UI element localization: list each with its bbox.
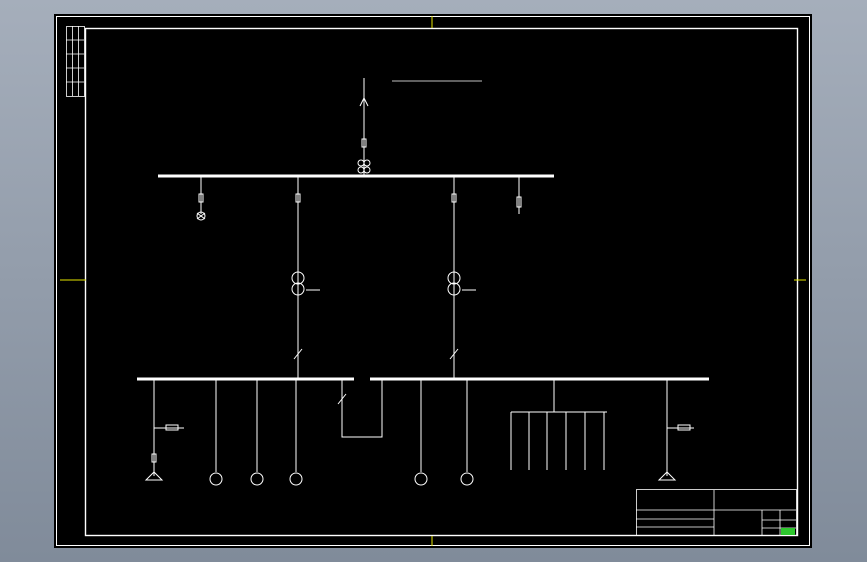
center-marks	[60, 16, 806, 546]
title-block	[636, 489, 797, 536]
incoming-feeder	[357, 78, 371, 177]
transformer-branch-2	[447, 176, 476, 379]
transformer-branch-1	[291, 176, 320, 379]
feeders-right	[414, 379, 694, 486]
pt-branch	[196, 176, 522, 221]
drawing-sheet[interactable]	[54, 14, 812, 548]
bus-coupler	[337, 379, 383, 438]
title-block-accent	[781, 528, 795, 535]
feeders-left	[144, 379, 303, 486]
sheet-border	[56, 16, 810, 546]
revision-strip	[66, 26, 85, 97]
single-line-diagram	[56, 16, 810, 546]
